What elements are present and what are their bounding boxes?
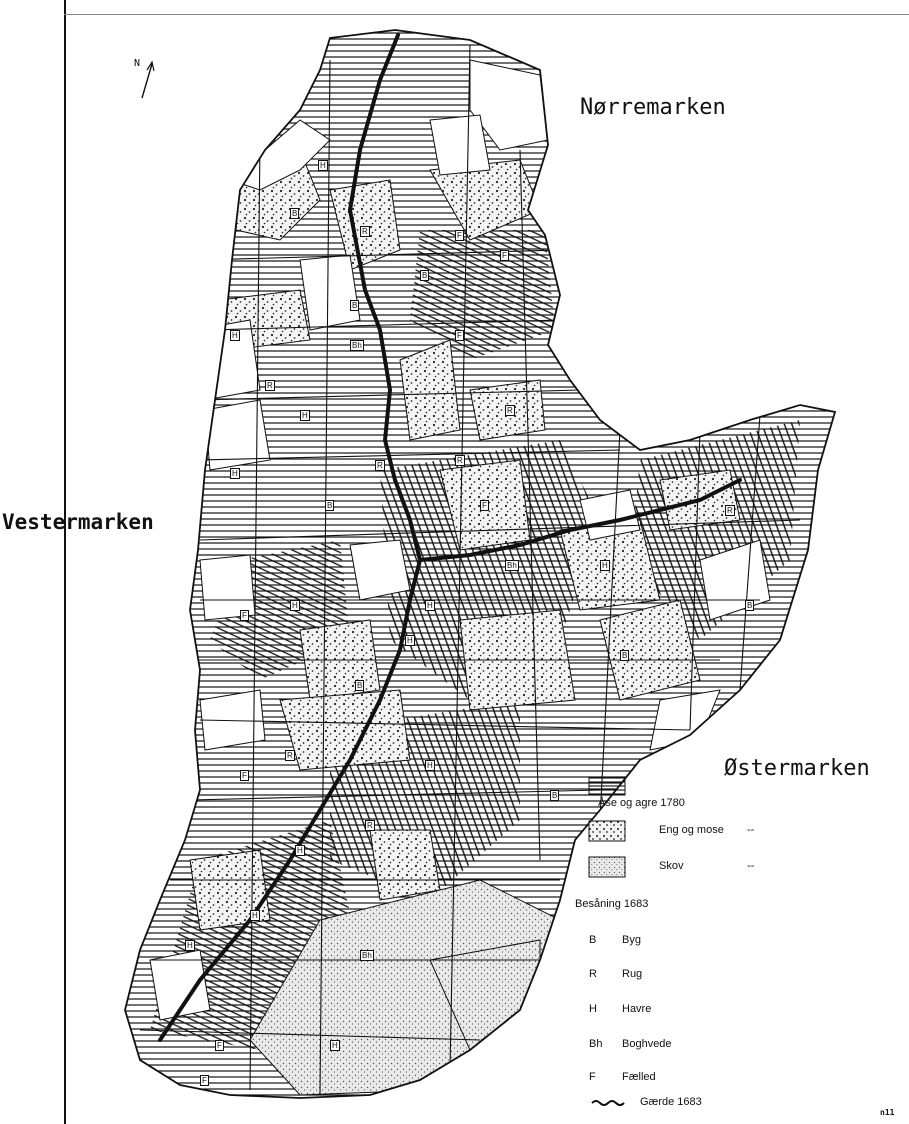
legend-forest-label: Skov xyxy=(659,860,684,872)
plot-crop-label: H xyxy=(330,1040,340,1051)
plot-crop-label: H xyxy=(185,940,195,951)
plot-crop-label: H xyxy=(600,560,610,571)
plot-crop-label: H xyxy=(295,845,305,856)
legend-crop-name: Fælled xyxy=(622,1071,656,1083)
plot-crop-label: B xyxy=(620,650,630,661)
plot-crop-label: B xyxy=(355,680,365,691)
plot-crop-label: H xyxy=(300,410,310,421)
legend-meadow-label: Eng og mose xyxy=(659,824,724,836)
plot-crop-label: Bh xyxy=(505,560,519,571)
scan-mark: n11 xyxy=(880,1108,895,1117)
legend-crop-name: Havre xyxy=(622,1003,652,1015)
north-arrow-icon xyxy=(141,60,155,99)
plot-crop-label: H xyxy=(425,600,435,611)
plot-crop-label: H xyxy=(425,760,435,771)
legend-crop-code: R xyxy=(589,968,597,980)
plot-crop-label: Bh xyxy=(360,950,374,961)
legend-fields-label: Åse og agre 1780 xyxy=(598,797,685,809)
plot-crop-label: F xyxy=(500,250,509,261)
legend-fence-icon xyxy=(591,1100,625,1106)
plot-crop-label: F xyxy=(455,230,464,241)
plot-crop-label: H xyxy=(250,910,260,921)
legend-swatch-meadow xyxy=(588,820,626,842)
region-vestermarken: Vestermarken xyxy=(2,510,154,534)
region-nørremarken: Nørremarken xyxy=(580,95,726,120)
legend-sowing-title: Besåning 1683 xyxy=(575,898,649,910)
plot-crop-label: H xyxy=(230,330,240,341)
plot-crop-label: R xyxy=(505,405,515,416)
plot-crop-label: F xyxy=(455,330,464,341)
page-frame-left xyxy=(64,0,66,1124)
region-østermarken: Østermarken xyxy=(724,756,870,781)
legend-crop-name: Byg xyxy=(622,934,641,946)
map-outline xyxy=(124,29,837,1099)
plot-crop-label: F xyxy=(240,770,249,781)
plot-crop-label: H xyxy=(405,635,415,646)
legend-forest-suffix: -- xyxy=(747,860,755,872)
plot-crop-label: B xyxy=(550,790,560,801)
legend-crop-code: B xyxy=(589,934,597,946)
legend-crop-code: F xyxy=(589,1071,596,1083)
north-label: N xyxy=(134,58,141,69)
page-frame-top xyxy=(64,14,909,15)
plot-crop-label: R xyxy=(725,505,735,516)
plot-crop-label: H xyxy=(318,160,328,171)
plot-crop-label: B xyxy=(350,300,360,311)
legend-crop-code: H xyxy=(589,1003,597,1015)
plot-crop-label: R xyxy=(285,750,295,761)
plot-crop-label: R xyxy=(375,460,385,471)
legend-fence-label: Gærde 1683 xyxy=(640,1096,702,1108)
legend-crop-name: Rug xyxy=(622,968,643,980)
plot-crop-label: F xyxy=(200,1075,209,1086)
plot-crop-label: H xyxy=(290,600,300,611)
legend-meadow-suffix: -- xyxy=(747,824,755,836)
plot-crop-label: R xyxy=(360,226,370,237)
plot-crop-label: B xyxy=(420,270,430,281)
plot-crop-label: R xyxy=(455,455,465,466)
plot-crop-label: B xyxy=(290,208,300,219)
plot-crop-label: B xyxy=(745,600,755,611)
plot-crop-label: R xyxy=(365,820,375,831)
legend-swatch-forest xyxy=(588,856,626,878)
plot-crop-label: R xyxy=(265,380,275,391)
plot-crop-label: B xyxy=(325,500,335,511)
legend-swatch-fields xyxy=(588,776,626,796)
legend-crop-name: Boghvede xyxy=(622,1038,672,1050)
plot-crop-label: Bh xyxy=(350,340,364,351)
plot-crop-label: F xyxy=(215,1040,224,1051)
legend-crop-code: Bh xyxy=(589,1038,603,1050)
plot-crop-label: F xyxy=(240,610,249,621)
plot-crop-label: F xyxy=(480,500,489,511)
plot-crop-label: H xyxy=(230,468,240,479)
